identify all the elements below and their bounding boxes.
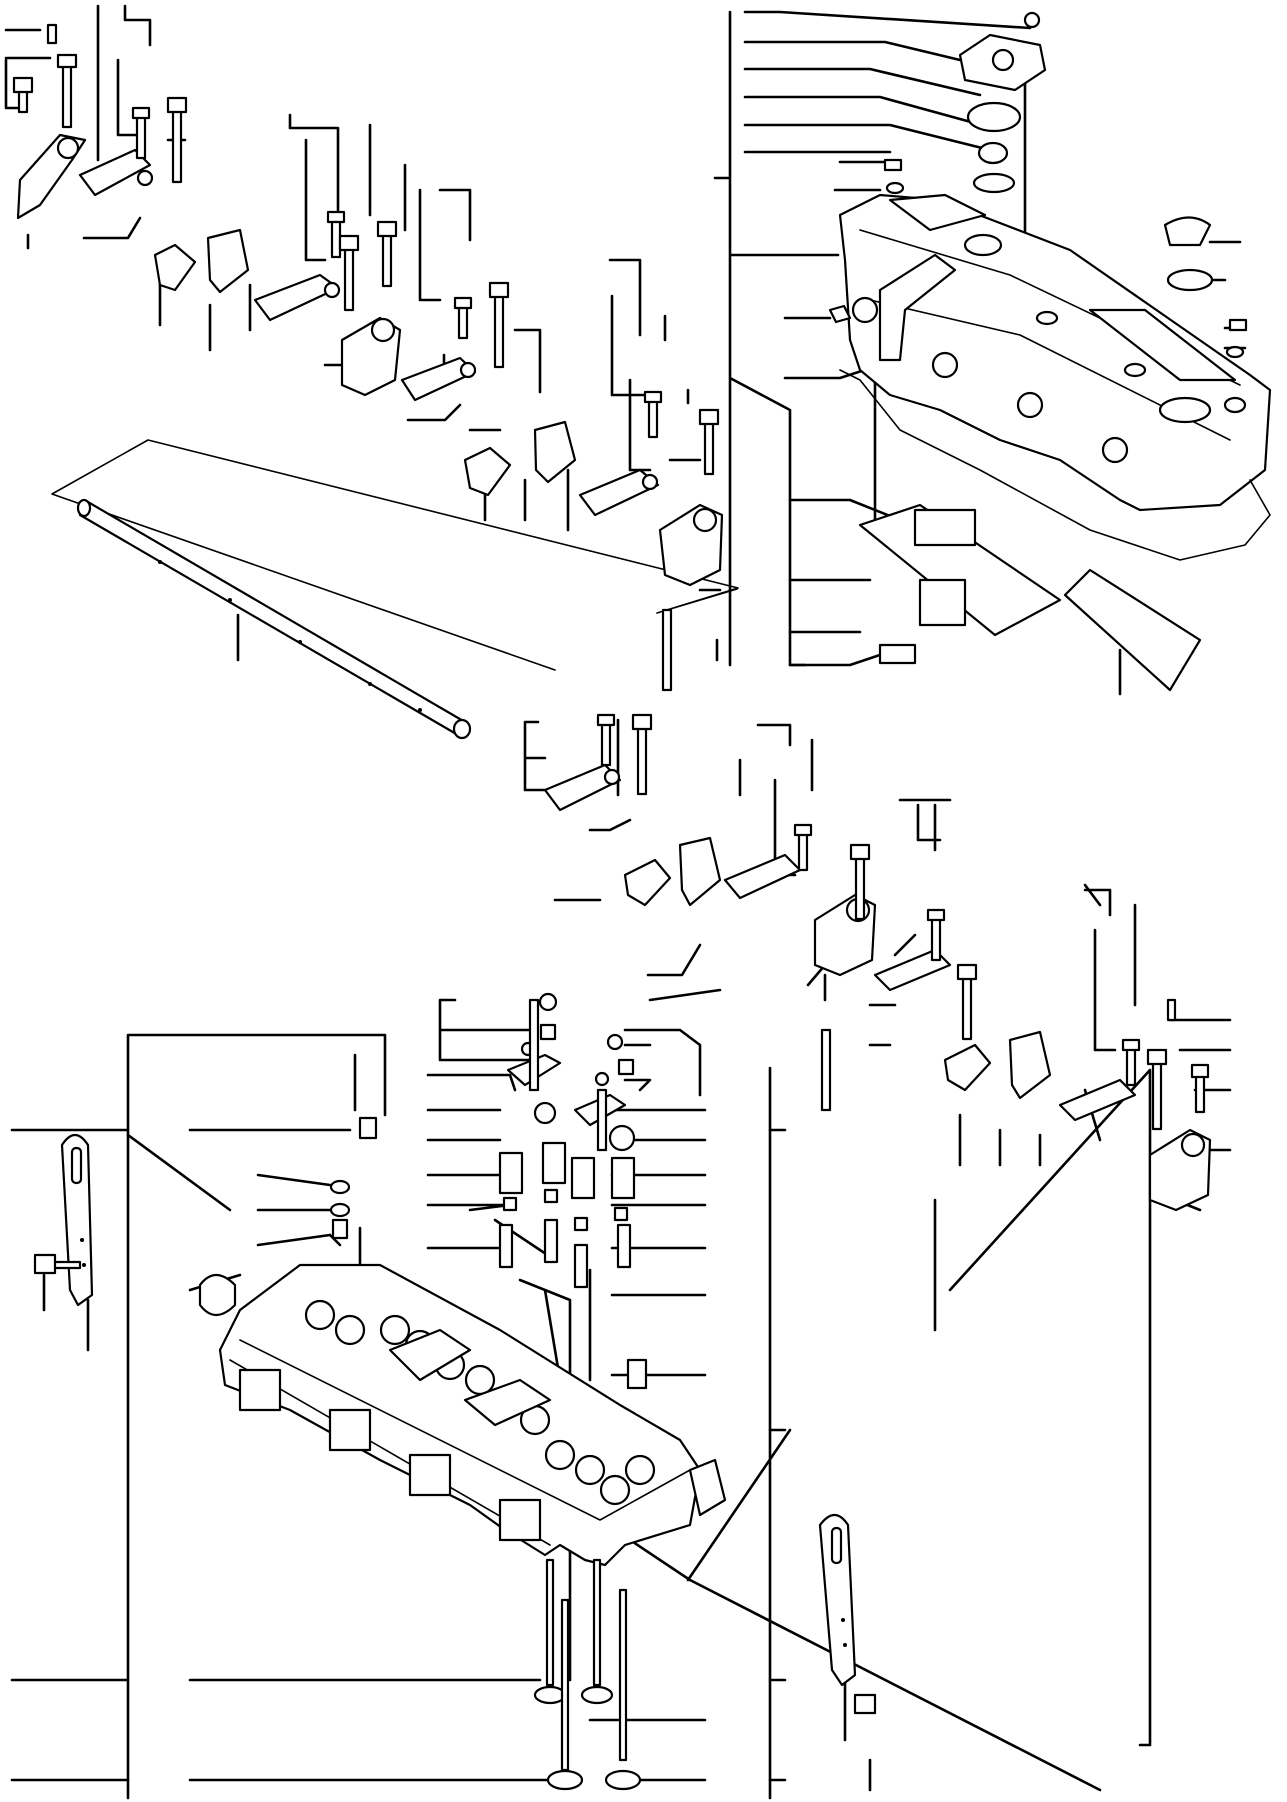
rocker-cover-gasket (839, 369, 1271, 561)
dowel (331, 1218, 349, 1240)
lifting-eye-right (818, 1513, 877, 1715)
rocker-arm-8 (1058, 1078, 1137, 1122)
rocker-arm-4 (578, 468, 660, 517)
rocker-cover (838, 193, 1272, 512)
rocker-arm-3 (400, 356, 477, 402)
bolts-upper (12, 23, 720, 692)
rocker-parts-middle (523, 713, 1232, 1747)
support-1 (153, 228, 250, 294)
rocker-bracket-2 (340, 316, 402, 397)
sealant-tube (1063, 568, 1202, 692)
rocker-bracket-4 (813, 893, 877, 977)
washer-b (329, 1202, 351, 1218)
support-3 (623, 836, 722, 907)
support-4 (943, 1030, 1052, 1100)
rocker-shaft (76, 498, 472, 740)
rocker-arm-5 (543, 763, 622, 812)
plug-a (358, 1116, 378, 1140)
bolts-middle (596, 713, 1210, 1131)
oil-filler-cap (1163, 216, 1248, 359)
expansion-plug (198, 1273, 237, 1317)
breather-parts (828, 11, 1047, 324)
support-2 (463, 420, 577, 497)
lifting-eye-left (33, 1133, 94, 1307)
rocker-arm-6 (723, 853, 802, 900)
rocker-arm-1 (78, 148, 154, 197)
baffle-plate (858, 503, 1062, 665)
rocker-bracket-5 (1148, 1128, 1212, 1212)
rocker-bracket-1 (16, 133, 87, 220)
cylinder-head (218, 1263, 727, 1567)
washer-a (329, 1179, 351, 1195)
rocker-cover-group (713, 10, 1272, 696)
rocker-arm-2 (253, 273, 341, 322)
cylinder-head-group (10, 992, 1102, 1800)
valve-train (498, 992, 636, 1289)
rocker-bracket-3 (658, 503, 724, 587)
valves (533, 1558, 642, 1791)
rocker-shaft-group (4, 4, 739, 740)
nozzle-sleeve (626, 1358, 648, 1390)
